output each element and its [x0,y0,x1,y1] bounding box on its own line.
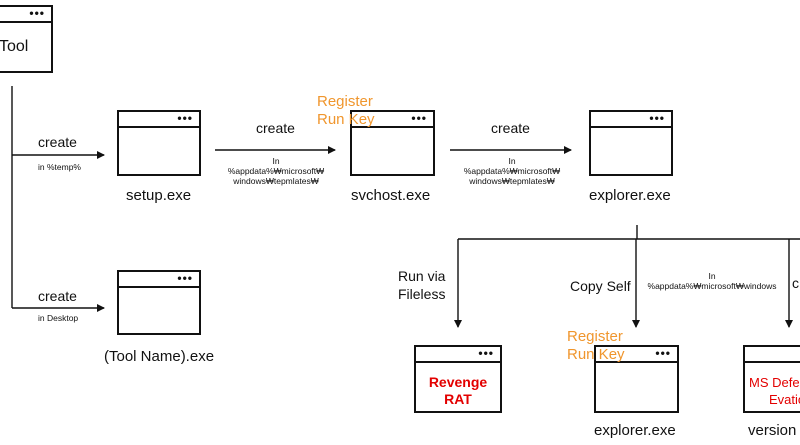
window-dots: ••• [411,111,427,125]
toolname-window: ••• [117,270,201,335]
window-dots: ••• [478,346,494,360]
svchost-window: ••• [350,110,435,176]
register-run-key-bottom: Register Run Key [567,328,625,363]
version-label: version [748,422,797,439]
defender-text: MS Defe Evatio [749,375,800,407]
create-explorer-label: create [491,120,530,136]
defender-window: MS Defe Evatio [743,345,800,413]
run-via-fileless-label: Run via Fileless [398,268,446,302]
tool-window: ••• [0,5,53,73]
window-dots: ••• [29,6,45,20]
cut-label: c [792,275,799,291]
register-run-key-top: Register Run Key [317,93,375,128]
revenge-rat-window: ••• Revenge RAT [414,345,502,413]
window-dots: ••• [177,111,193,125]
explorer-path-label: In %appdata%₩microsoft₩ windows₩tepmlate… [463,156,561,186]
in-temp-label: in %temp% [38,162,81,172]
svchost-label: svchost.exe [351,187,431,204]
svchost-path-label: In %appdata%₩microsoft₩ windows₩tepmlate… [227,156,325,186]
window-dots: ••• [177,271,193,285]
explorer-top-window: ••• [589,110,673,176]
setup-label: setup.exe [126,187,192,204]
copy-path-label: In %appdata%₩microsoft₩windows [647,271,777,291]
in-desktop-label: in Desktop [38,313,79,323]
create-temp-label: create [38,134,77,150]
revenge-rat-text: Revenge RAT [428,374,488,407]
copy-self-label: Copy Self [570,278,631,294]
explorer-bottom-label: explorer.exe [594,422,676,439]
window-dots: ••• [649,111,665,125]
setup-window: ••• [117,110,201,176]
create-desktop-label: create [38,288,77,304]
explorer-top-label: explorer.exe [589,187,671,204]
window-dots: ••• [655,346,671,360]
tool-label: Tool [0,38,29,55]
explorer-bottom-window: ••• [594,345,679,413]
toolname-label: (Tool Name).exe [104,348,215,365]
create-svchost-label: create [256,120,295,136]
